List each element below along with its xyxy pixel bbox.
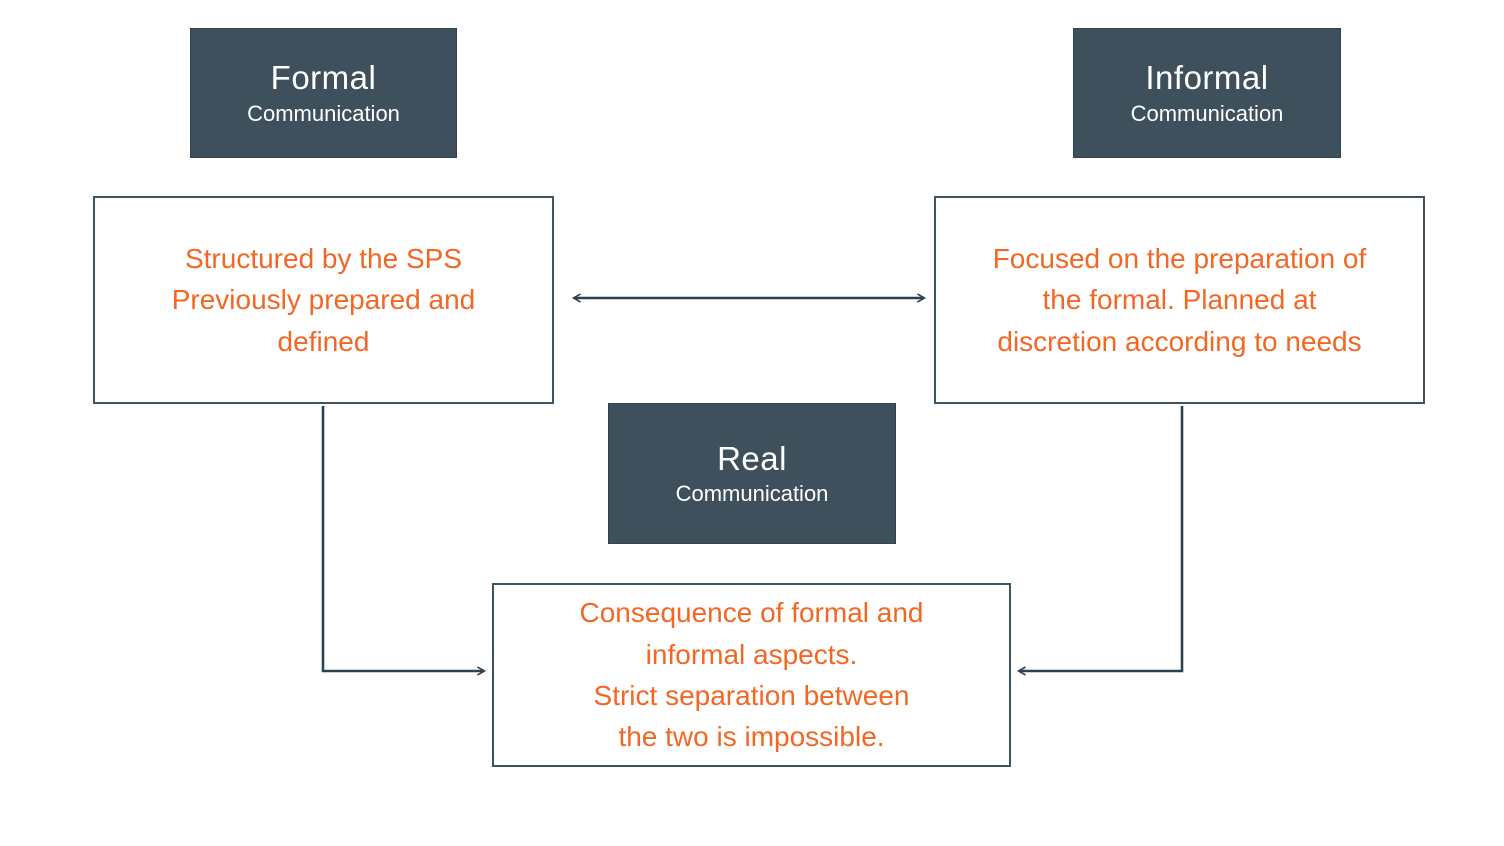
real-communication-node: Real Communication bbox=[608, 403, 896, 544]
informal-node-subtitle: Communication bbox=[1130, 100, 1284, 126]
formal-node-subtitle: Communication bbox=[247, 100, 400, 126]
informal-detail-box: Focused on the preparation of the formal… bbox=[934, 196, 1425, 404]
arrow-informal-to-consequence bbox=[1016, 406, 1184, 676]
formal-detail-text: Structured by the SPS Previously prepare… bbox=[171, 242, 476, 357]
consequence-text: Consequence of formal and informal aspec… bbox=[579, 597, 924, 753]
formal-detail-box: Structured by the SPS Previously prepare… bbox=[93, 196, 554, 404]
real-node-title: Real bbox=[717, 439, 787, 477]
consequence-box: Consequence of formal and informal aspec… bbox=[492, 583, 1011, 767]
formal-communication-node: Formal Communication bbox=[190, 28, 457, 158]
arrow-formal-to-consequence bbox=[321, 406, 487, 676]
real-node-subtitle: Communication bbox=[675, 481, 829, 507]
formal-node-title: Formal bbox=[270, 59, 377, 97]
informal-node-title: Informal bbox=[1145, 59, 1269, 97]
informal-detail-text: Focused on the preparation of the formal… bbox=[992, 242, 1367, 357]
informal-communication-node: Informal Communication bbox=[1073, 28, 1341, 158]
